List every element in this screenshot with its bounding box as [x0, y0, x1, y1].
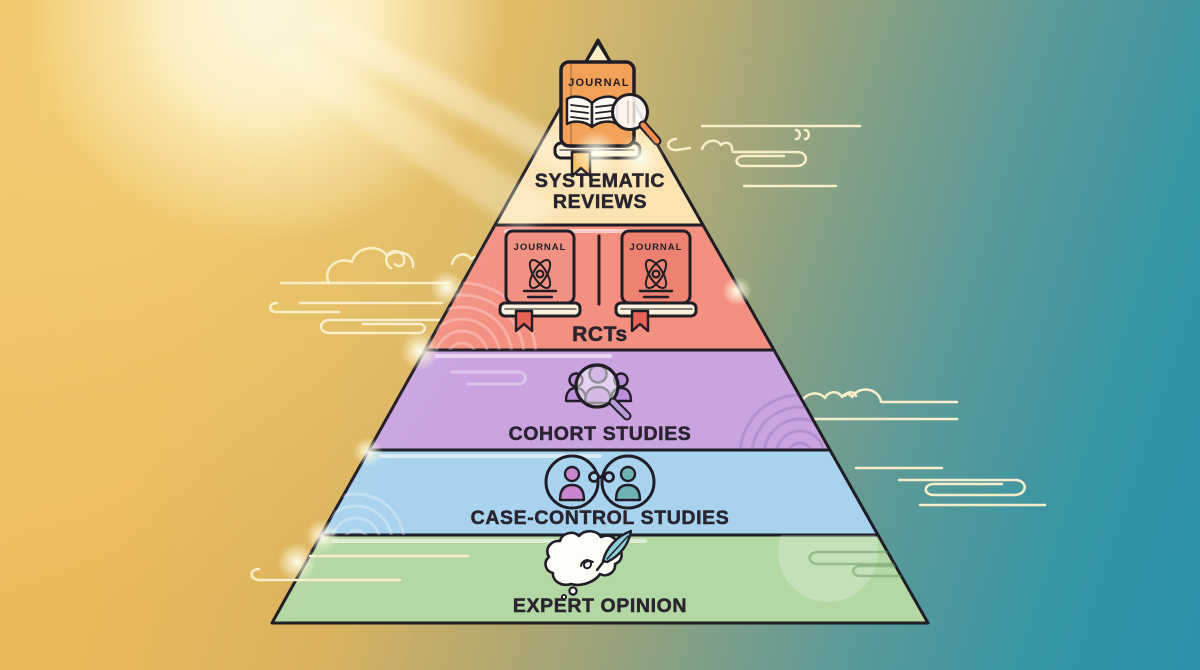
label-systematic-reviews: SYSTEMATIC REVIEWS: [0, 171, 1200, 212]
label-rcts: RCTs: [572, 323, 628, 347]
magnifier-icon: [574, 363, 620, 409]
label-cohort-studies: COHORT STUDIES: [508, 423, 692, 446]
cloud-left-of-expert: [250, 554, 470, 582]
label-systematic-line2: REVIEWS: [552, 190, 648, 213]
atom-icon: [644, 259, 668, 289]
open-book-icon: [565, 95, 619, 129]
label-systematic-line1: SYSTEMATIC: [534, 170, 666, 192]
thought-cloud-quill-icon: [544, 529, 633, 601]
cloud-right-of-case-control: [854, 466, 1047, 507]
quill-feather-icon: [601, 529, 633, 564]
two-atom-journals-icon: JOURNAL JOURNAL: [498, 229, 698, 333]
journal-cover-label: JOURNAL: [568, 77, 630, 89]
rct-journal-right-icon: JOURNAL: [614, 229, 698, 333]
label-expert-opinion: EXPERT OPINION: [512, 595, 688, 618]
cloud-right-of-cohort: [797, 388, 959, 421]
cloud-right-of-apex: [667, 124, 862, 188]
rct-journal-left-icon: JOURNAL: [498, 229, 582, 333]
sun-beams: [262, 12, 612, 232]
atom-icon: [528, 259, 552, 289]
journal-cover-label: JOURNAL: [630, 242, 683, 253]
people-group-magnifier-icon: [564, 363, 633, 421]
journal-cover-label: JOURNAL: [514, 242, 567, 253]
pyramid-sheen: [272, 40, 928, 623]
linked-people-icon: [544, 454, 656, 510]
journal-with-magnifier-icon: JOURNAL: [553, 40, 662, 178]
label-case-control-studies: CASE-CONTROL STUDIES: [470, 507, 730, 530]
